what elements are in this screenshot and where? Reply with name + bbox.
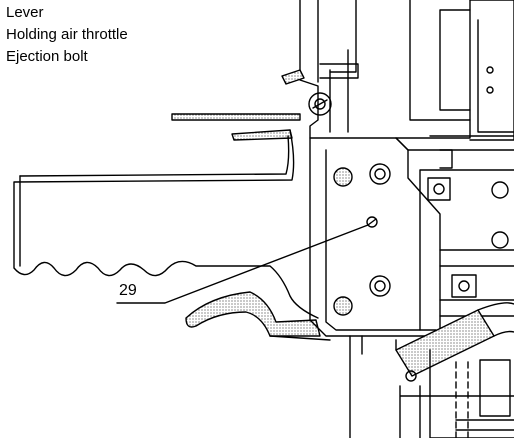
callout-29-label: 29 bbox=[119, 282, 137, 299]
legend-item-holding-air-throttle: Holding air throttle bbox=[6, 26, 128, 43]
main-block bbox=[309, 137, 453, 337]
legend-item-ejection-bolt: Ejection bolt bbox=[6, 48, 88, 65]
throttle-arms bbox=[171, 69, 332, 141]
callout-29-leader bbox=[116, 224, 369, 304]
right-housing bbox=[407, 149, 514, 331]
air-hose-fitting bbox=[395, 302, 514, 382]
upper-housing bbox=[299, 0, 514, 141]
legend-item-lever: Lever bbox=[6, 4, 44, 21]
lower-base bbox=[349, 335, 514, 438]
handle-lever bbox=[13, 129, 319, 319]
legend: Lever Holding air throttle Ejection bolt bbox=[6, 2, 128, 68]
lower-lever bbox=[185, 291, 331, 341]
